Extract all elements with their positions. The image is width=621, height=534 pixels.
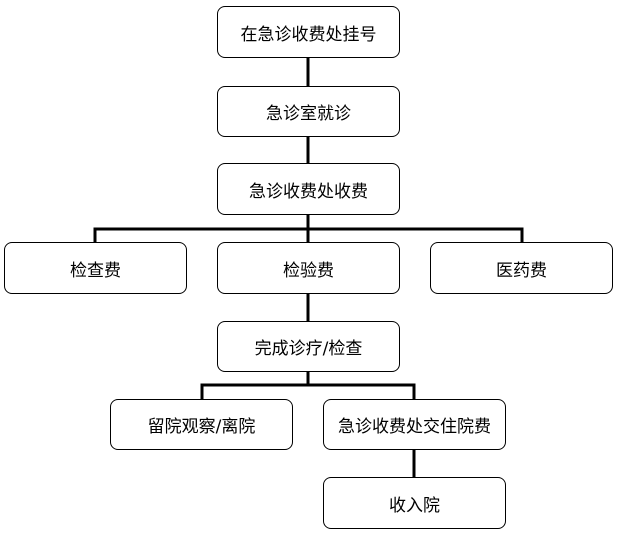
node-consult: 急诊室就诊 (217, 86, 400, 137)
node-admit: 收入院 (323, 477, 506, 529)
node-drug-fee: 医药费 (430, 242, 613, 294)
node-test-fee: 检验费 (217, 242, 400, 294)
node-exam-fee: 检查费 (4, 242, 187, 294)
node-complete: 完成诊疗/检查 (217, 321, 400, 372)
node-register: 在急诊收费处挂号 (217, 6, 400, 58)
node-charge: 急诊收费处收费 (217, 163, 400, 215)
node-pay-deposit: 急诊收费处交住院费 (323, 399, 506, 450)
node-observe-leave: 留院观察/离院 (110, 399, 293, 450)
